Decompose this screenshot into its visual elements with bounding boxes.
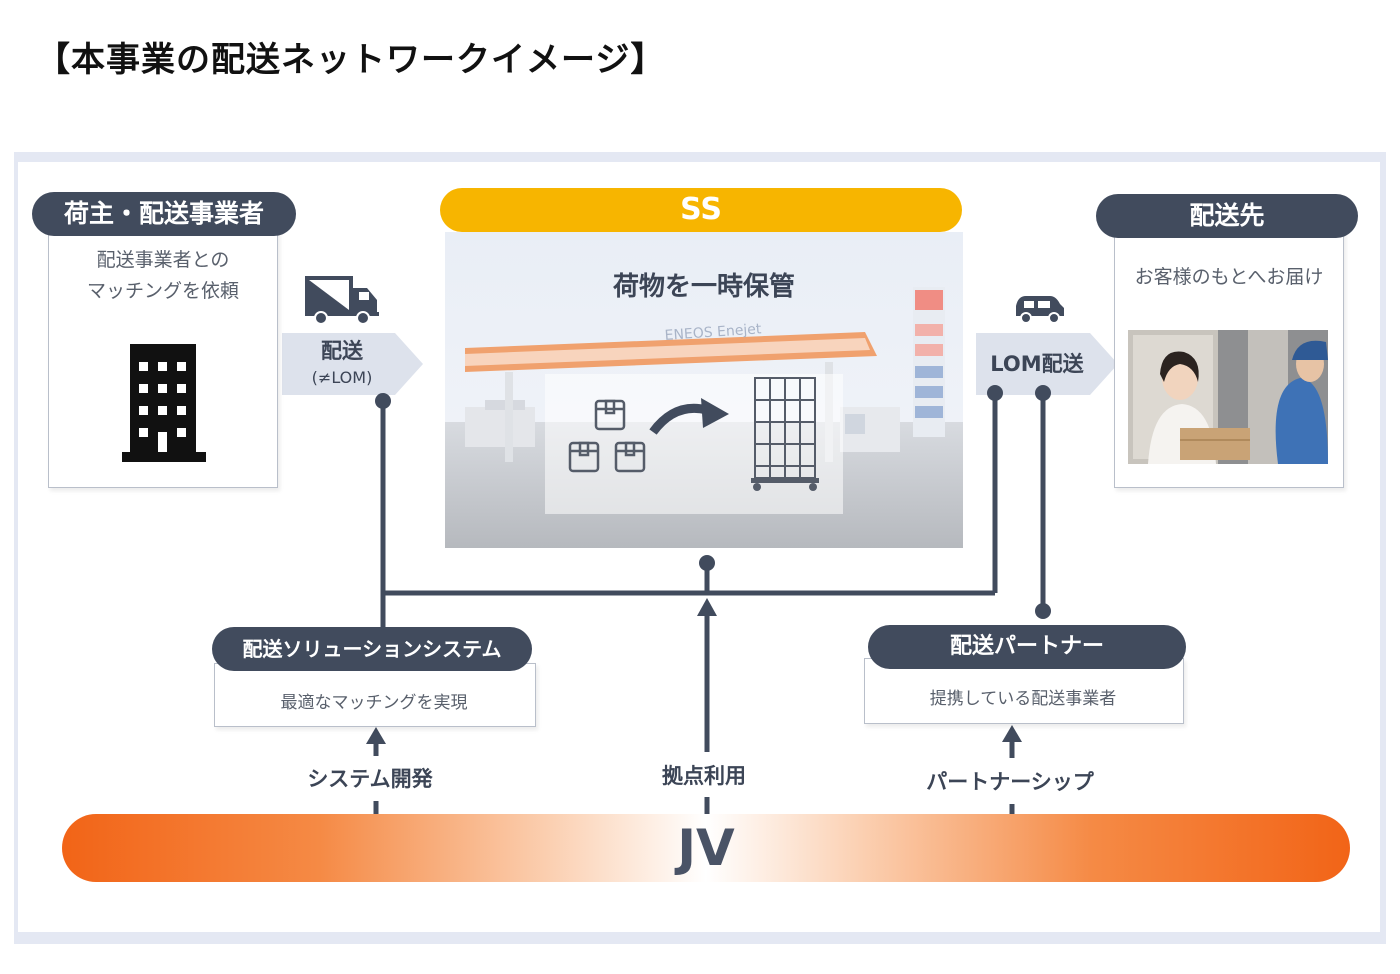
connector-dot <box>1035 603 1051 619</box>
shipper-pill: 荷主・配送事業者 <box>32 192 296 236</box>
ss-pill: SS <box>440 188 962 232</box>
connector-dot <box>699 555 715 571</box>
delivery-flow-sublabel: (≠LOM) <box>311 368 373 387</box>
gas-station-photo: ENEOS Enejet <box>445 232 963 548</box>
delivery-flow-label: 配送 <box>321 339 363 363</box>
lom-chevron <box>976 333 1118 395</box>
destination-description: お客様のもとへお届け <box>1134 266 1324 288</box>
delivery-chevron <box>282 333 423 395</box>
doorstep-delivery-photo <box>1128 330 1328 464</box>
building-icon <box>122 344 206 462</box>
ss-caption: 荷物を一時保管 <box>612 272 795 302</box>
partner-box <box>864 658 1184 724</box>
system-development-label: システム開発 <box>307 767 433 791</box>
jv-bar <box>62 814 1350 882</box>
partner-description: 提携している配送事業者 <box>929 689 1117 709</box>
base-use-label: 拠点利用 <box>662 764 746 788</box>
partnership-label: パートナーシップ <box>926 770 1094 794</box>
arrowhead-up <box>366 727 386 744</box>
lom-flow-label: LOM配送 <box>990 352 1084 376</box>
jv-label: JV <box>677 819 735 877</box>
van-icon <box>1016 296 1064 324</box>
arrowhead-up <box>1002 725 1022 742</box>
connector-dot <box>375 393 391 409</box>
partner-pill: 配送パートナー <box>868 625 1186 669</box>
shipper-description-line2: マッチングを依頼 <box>86 280 239 302</box>
page-title: 【本事業の配送ネットワークイメージ】 <box>36 40 666 80</box>
truck-icon <box>305 276 379 325</box>
solution-system-pill: 配送ソリューションシステム <box>212 627 532 671</box>
station-sign-text: ENEOS Enejet <box>664 321 762 344</box>
arrowhead-up <box>697 598 717 616</box>
destination-pill: 配送先 <box>1096 194 1358 238</box>
connector-dot <box>987 385 1003 401</box>
solution-system-description: 最適なマッチングを実現 <box>280 693 468 713</box>
shipper-description: 配送事業者との マッチングを依頼 <box>48 245 278 307</box>
connector-dot <box>1035 385 1051 401</box>
shipper-description-line1: 配送事業者との <box>96 249 230 271</box>
